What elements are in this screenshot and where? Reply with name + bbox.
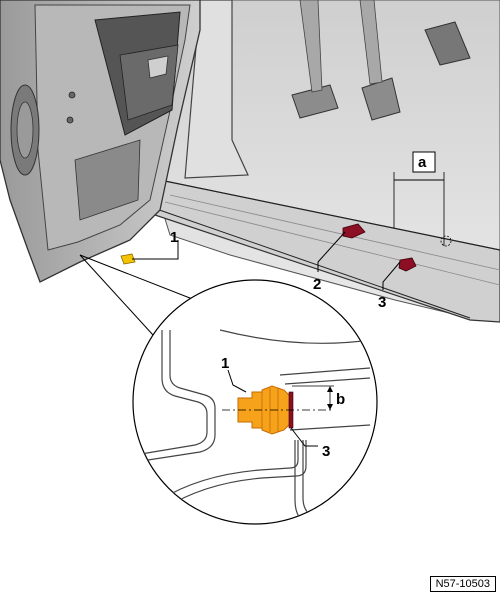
sill-groove-2	[164, 201, 500, 286]
contour-10	[289, 424, 371, 431]
hinge-bolt	[68, 91, 76, 99]
reference-point	[440, 235, 452, 247]
speaker-cone	[16, 101, 34, 159]
a-pillar	[184, 0, 249, 179]
pedal-arm-2	[359, 0, 383, 85]
pedal-arm	[299, 0, 323, 93]
leader-top-1	[132, 240, 179, 260]
vehicle-scene	[0, 0, 500, 323]
magnifier-ray-2	[79, 254, 196, 301]
dimension-b-arrowhead-top	[327, 386, 333, 392]
callout-top-3: 3	[378, 294, 386, 311]
contour-2	[134, 330, 208, 456]
callout-detail-3: 3	[322, 443, 330, 460]
footrest	[424, 21, 471, 66]
leader-top-3	[382, 261, 401, 290]
magnifier-content	[134, 329, 371, 524]
magnifier-ray-1	[79, 254, 154, 336]
magnifier	[79, 254, 378, 525]
door-handle	[147, 55, 169, 79]
callout-dimension-a: a	[418, 154, 427, 171]
door-pocket	[74, 139, 141, 221]
door-clip	[120, 253, 136, 265]
figure-code-label: N57-10503	[429, 576, 496, 592]
contour-6	[279, 367, 371, 376]
contour-1	[134, 330, 216, 463]
callout-top-1: 1	[170, 229, 178, 246]
hinge-bolt-2	[66, 116, 74, 124]
contour-7	[284, 377, 371, 385]
dimension-b-arrowhead-bottom	[327, 404, 333, 410]
sill-lower-edge	[144, 204, 471, 319]
contour-3	[159, 440, 299, 501]
callout-detail-1: 1	[221, 355, 229, 372]
callout-dimension-b: b	[336, 391, 345, 408]
leader-detail-3	[290, 427, 318, 447]
contour-4	[164, 440, 307, 509]
sill-marker-3	[398, 257, 417, 272]
sill-edge	[159, 179, 500, 251]
sill-groove	[169, 194, 500, 271]
dimension-a-box	[412, 151, 436, 173]
leader-detail-1	[227, 369, 247, 393]
contour-5	[219, 329, 371, 344]
callout-top-2: 2	[313, 276, 321, 293]
leader-top-2	[317, 231, 346, 272]
